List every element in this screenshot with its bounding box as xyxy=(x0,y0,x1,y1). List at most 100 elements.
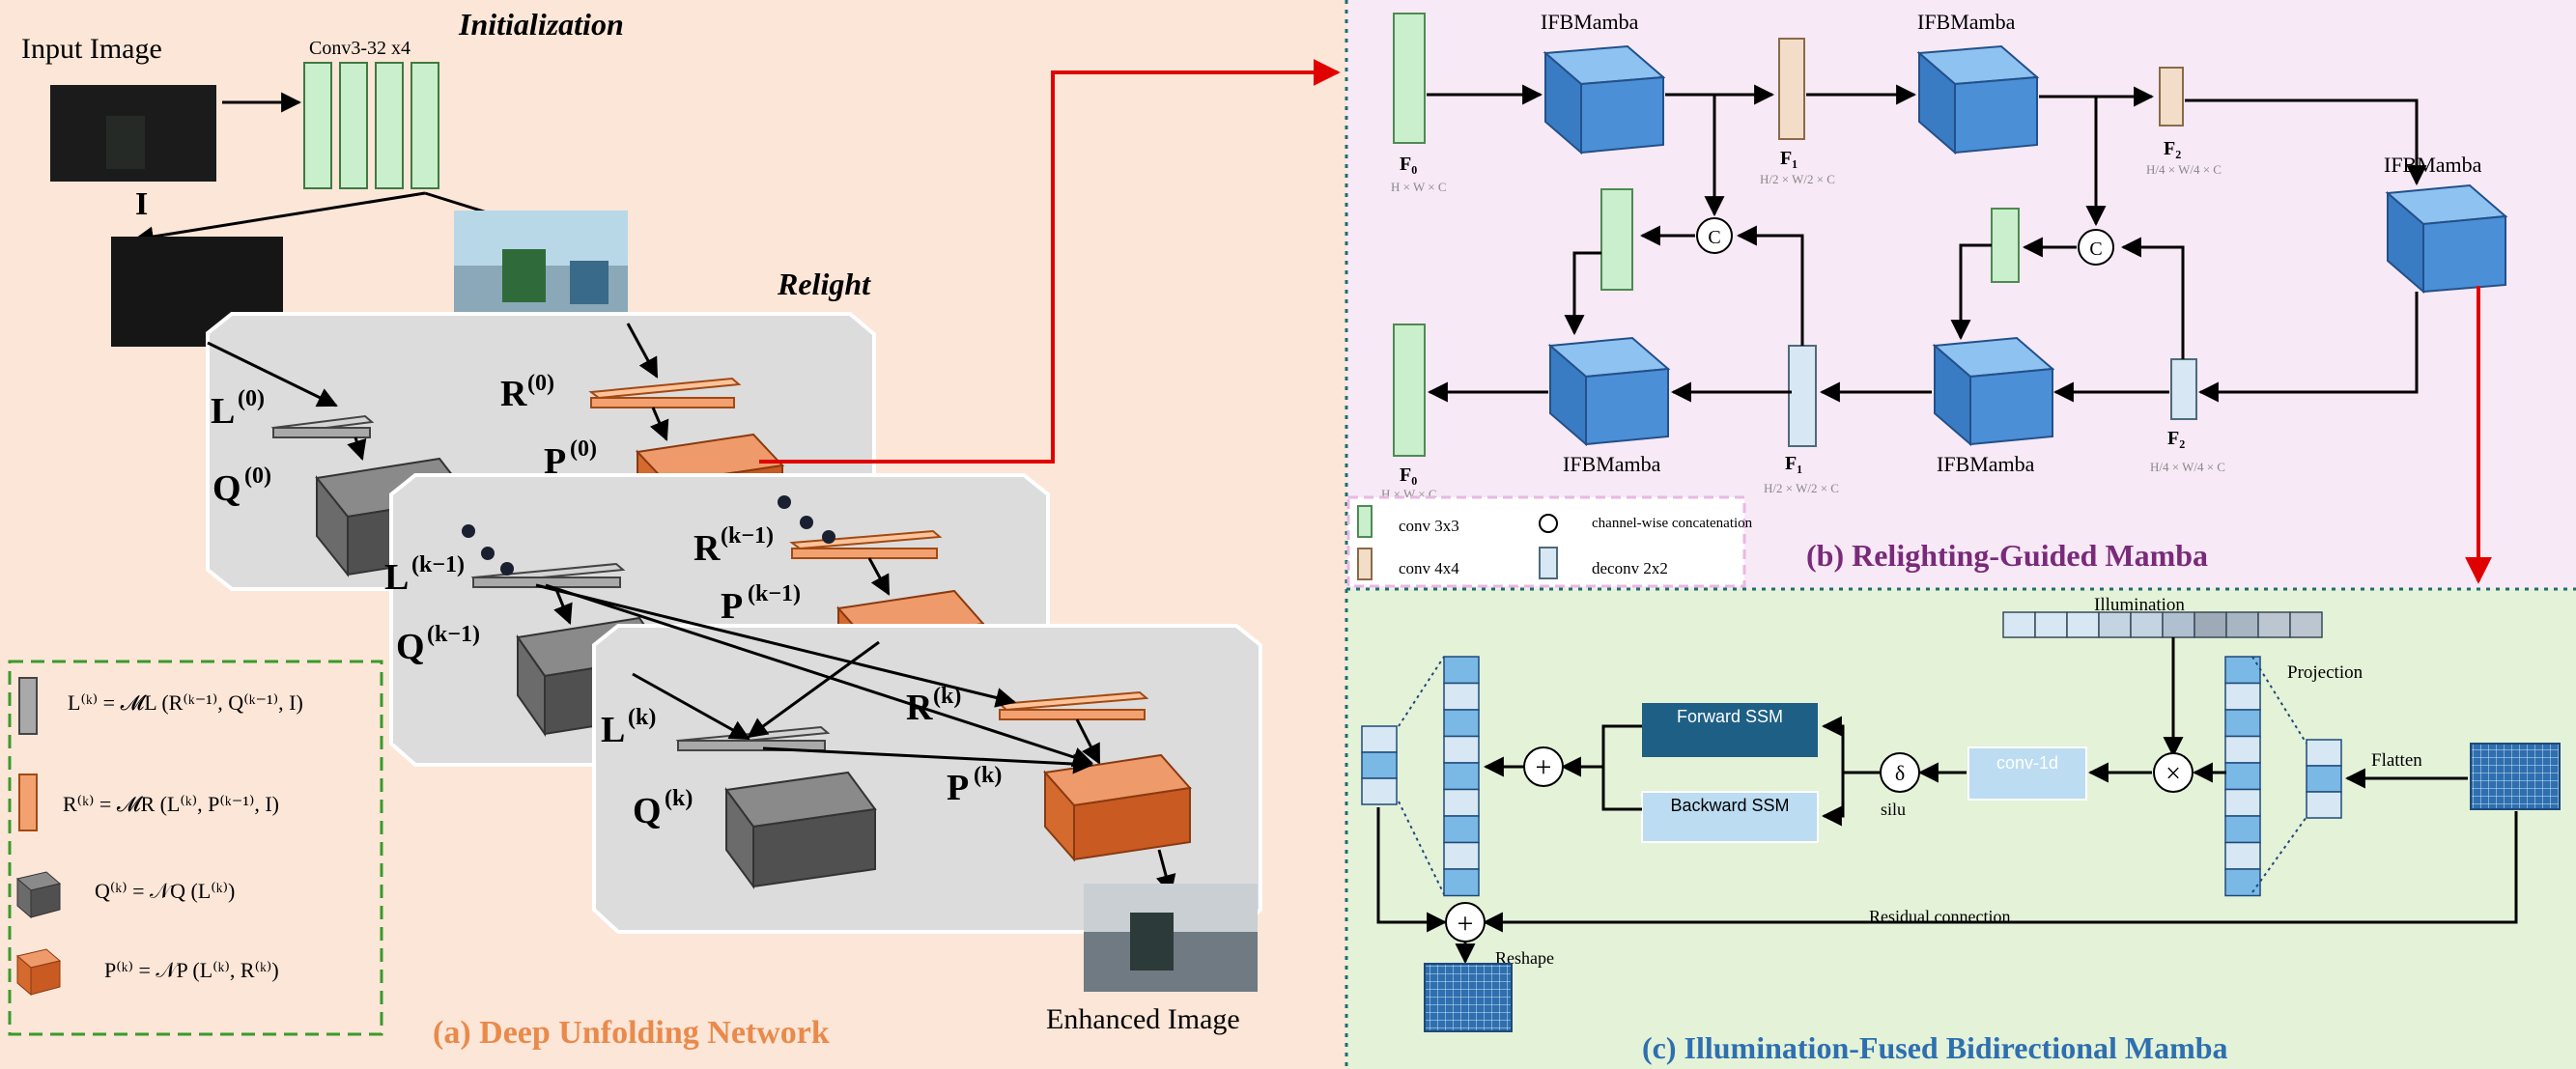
svg-text:F₁: F₁ xyxy=(1785,453,1802,474)
legend-a-item: R⁽ᵏ⁾ = 𝓜R (L⁽ᵏ⁾, P⁽ᵏ⁻¹⁾, I) xyxy=(63,792,279,816)
token-cell xyxy=(1443,735,1480,764)
svg-text:(0): (0) xyxy=(238,386,265,411)
conv-stack xyxy=(303,62,439,189)
svg-text:Forward SSM: Forward SSM xyxy=(1677,707,1783,726)
svg-text:H/2 × W/2 × C: H/2 × W/2 × C xyxy=(1760,172,1835,186)
relight-label: Relight xyxy=(777,267,871,301)
token-cell xyxy=(1443,788,1480,817)
svg-text:(k): (k) xyxy=(974,763,1002,788)
token-cell xyxy=(2306,739,2342,767)
input-symbol: I xyxy=(135,186,148,222)
svg-text:H/2 × W/2 × C: H/2 × W/2 × C xyxy=(1764,481,1839,495)
token-cell xyxy=(1443,762,1480,791)
legend-b-deconv: deconv 2x2 xyxy=(1592,559,1668,577)
enhanced-image-label: Enhanced Image xyxy=(1046,1003,1240,1035)
token-cell xyxy=(1443,682,1480,711)
svg-text:L: L xyxy=(601,710,625,750)
token-cell xyxy=(1443,709,1480,738)
token-cell xyxy=(2224,682,2261,711)
conv1d-box xyxy=(1967,746,2087,801)
token-cell xyxy=(2066,611,2100,638)
token-cell xyxy=(1443,868,1480,897)
ifbmamba-cube-3 xyxy=(2385,183,2508,295)
merged-column xyxy=(1443,656,1480,897)
legend-a-item: Q⁽ᵏ⁾ = 𝒩Q (L⁽ᵏ⁾) xyxy=(95,879,235,903)
initialization-label: Initialization xyxy=(458,7,624,42)
panel-c: Illumination × Projection Flatten conv-1… xyxy=(1361,595,2561,1065)
ifbmamba-cube-2 xyxy=(1916,44,2040,155)
token-cell xyxy=(1443,841,1480,870)
ellipsis-dots xyxy=(462,495,835,576)
token-cell xyxy=(2224,656,2261,685)
svg-text:(0): (0) xyxy=(570,436,597,462)
svg-text:Q: Q xyxy=(212,468,241,509)
svg-text:(k): (k) xyxy=(628,705,656,730)
legend-b-concat: channel-wise concatenation xyxy=(1592,516,1753,531)
token-cell xyxy=(2224,762,2261,791)
svg-text:Q: Q xyxy=(396,627,425,667)
legend-b-conv4: conv 4x4 xyxy=(1399,559,1459,577)
svg-text:IFBMamba: IFBMamba xyxy=(1917,10,2016,34)
token-cell xyxy=(1443,656,1480,685)
projection-column xyxy=(2224,656,2261,897)
svg-text:F₂: F₂ xyxy=(2167,428,2185,449)
svg-text:(k−1): (k−1) xyxy=(748,581,801,606)
panel-a-title: (a) Deep Unfolding Network xyxy=(433,1015,830,1051)
svg-text:C: C xyxy=(2089,239,2102,260)
forward-ssm-box xyxy=(1642,703,1818,757)
projection-label: Projection xyxy=(2287,662,2364,683)
svg-text:Q: Q xyxy=(633,791,662,831)
svg-text:IFBMamba: IFBMamba xyxy=(1563,452,1661,476)
token-cell xyxy=(2130,611,2164,638)
token-cell xyxy=(2224,709,2261,738)
svg-text:+: + xyxy=(1458,908,1474,940)
svg-text:L: L xyxy=(384,557,409,598)
legend-a-item: L⁽ᵏ⁾ = 𝓜L (R⁽ᵏ⁻¹⁾, Q⁽ᵏ⁻¹⁾, I) xyxy=(68,690,303,715)
token-cell xyxy=(2162,611,2195,638)
residual-label: Residual connection xyxy=(1869,907,2010,926)
f0-bottom-block xyxy=(1393,324,1426,457)
token-cell xyxy=(2289,611,2323,638)
svg-text:+: + xyxy=(1536,751,1552,783)
output-grid xyxy=(1424,963,1513,1032)
token-cell xyxy=(2224,841,2261,870)
svg-text:F₂: F₂ xyxy=(2164,138,2181,159)
illumination-sequence xyxy=(2002,611,2323,638)
svg-text:(k−1): (k−1) xyxy=(721,523,774,549)
ifbmamba-cube-1 xyxy=(1543,44,1666,155)
token-cell xyxy=(1443,815,1480,844)
svg-text:P: P xyxy=(947,768,969,808)
token-cell xyxy=(1361,725,1398,753)
panel-b-title: (b) Relighting-Guided Mamba xyxy=(1806,538,2208,573)
svg-text:R: R xyxy=(694,528,721,569)
token-cell xyxy=(2224,868,2261,897)
silu-label: silu xyxy=(1881,800,1906,819)
token-cell xyxy=(1361,777,1398,805)
svg-text:IFBMamba: IFBMamba xyxy=(1937,452,2035,476)
legend-b-conv3: conv 3x3 xyxy=(1399,517,1459,535)
token-cell xyxy=(2257,611,2291,638)
token-cell xyxy=(2034,611,2068,638)
svg-text:×: × xyxy=(2166,759,2181,789)
svg-text:(k−1): (k−1) xyxy=(411,552,465,577)
svg-text:IFBMamba: IFBMamba xyxy=(2384,153,2482,177)
token-cell xyxy=(2224,788,2261,817)
legend-a-items: L⁽ᵏ⁾ = 𝓜L (R⁽ᵏ⁻¹⁾, Q⁽ᵏ⁻¹⁾, I) R⁽ᵏ⁾ = 𝓜R … xyxy=(15,677,303,997)
svg-text:P: P xyxy=(721,586,743,627)
token-cell xyxy=(1361,751,1398,779)
svg-text:F₁: F₁ xyxy=(1780,148,1798,169)
flatten-label: Flatten xyxy=(2371,750,2422,771)
input-grid xyxy=(2470,743,2561,810)
svg-text:C: C xyxy=(1708,227,1720,248)
flatten-column xyxy=(2306,739,2342,819)
svg-text:L: L xyxy=(211,391,235,432)
conv-label: Conv3-32 x4 xyxy=(309,38,410,59)
legend-a xyxy=(8,660,383,1036)
svg-text:(0): (0) xyxy=(244,464,271,489)
input-image-shade xyxy=(106,116,145,169)
token-cell xyxy=(2224,815,2261,844)
input-image-label: Input Image xyxy=(21,33,162,65)
svg-text:F₀: F₀ xyxy=(1400,154,1417,175)
token-cell xyxy=(2098,611,2132,638)
